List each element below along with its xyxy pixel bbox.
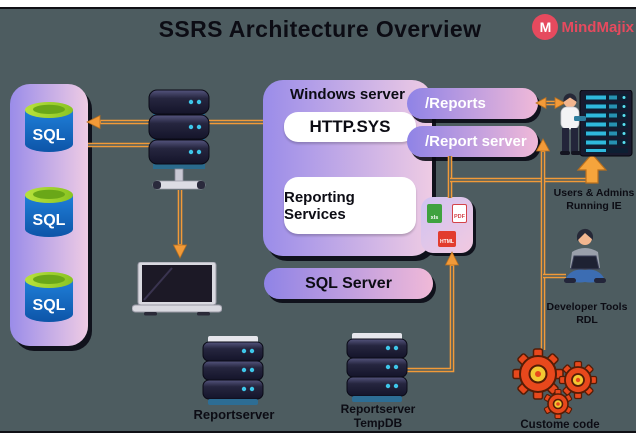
tempdb-label-line2: TempDB xyxy=(353,416,403,430)
page-title: SSRS Architecture Overview xyxy=(158,16,482,42)
sql-database-icon: SQL xyxy=(25,187,73,237)
brand-name: MindMajix xyxy=(561,18,634,36)
server-rack-icon xyxy=(579,90,633,157)
brand-logo: M MindMajix xyxy=(532,14,634,40)
sql-label: SQL xyxy=(33,127,66,144)
custom-code-gears-icon xyxy=(512,348,598,420)
report-server-endpoint-label: /Report server xyxy=(425,133,527,150)
reports-endpoint-pill: /Reports xyxy=(407,88,538,119)
sql-label: SQL xyxy=(33,212,66,229)
reporting-services-box: Reporting Services xyxy=(284,177,416,234)
tempdb-label-line1: Reportserver xyxy=(340,402,416,416)
http-sys-box: HTTP.SYS xyxy=(284,112,416,142)
user-person-icon xyxy=(560,93,586,155)
reportserver-db-icon xyxy=(202,336,264,405)
html-file-icon: HTML xyxy=(438,231,456,247)
users-label-line2: Running IE xyxy=(566,200,622,212)
reportserver-tempdb-icon xyxy=(346,333,408,402)
xls-file-icon: xls xyxy=(427,204,442,223)
report-server-endpoint-pill: /Report server xyxy=(407,126,538,157)
sql-database-icon: SQL xyxy=(25,102,73,152)
reports-endpoint-label: /Reports xyxy=(425,95,486,112)
users-label-line1: Users & Admins xyxy=(553,187,635,199)
database-server-stack-icon xyxy=(148,89,210,190)
windows-server-title: Windows server xyxy=(290,86,405,103)
brand-monogram-icon: M xyxy=(532,14,559,40)
laptop-icon xyxy=(132,262,222,316)
custom-code-label: Custome code xyxy=(520,419,600,431)
developer-label-line1: Developer Tools xyxy=(546,301,628,313)
sql-label: SQL xyxy=(33,297,66,314)
sql-database-icon: SQL xyxy=(25,272,73,322)
reportserver-label: Reportserver xyxy=(193,407,275,422)
developer-label-line2: RDL xyxy=(576,314,598,326)
pdf-file-icon: PDF xyxy=(452,204,467,223)
developer-person-icon xyxy=(564,228,606,283)
sql-server-pill: SQL Server xyxy=(264,268,433,299)
